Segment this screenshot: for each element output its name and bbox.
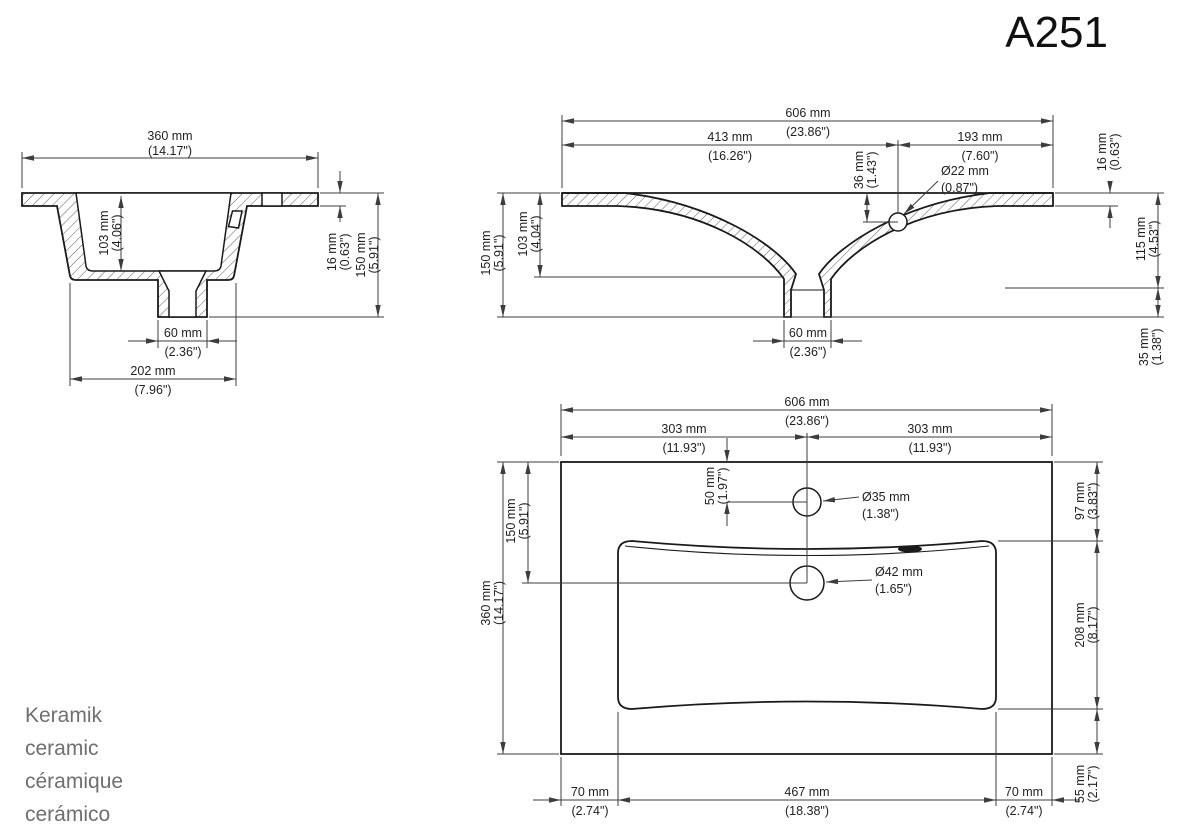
side-basin-cavity (75, 192, 232, 272)
side-drain-funnel (157, 270, 208, 318)
dim-front-width-in: (23.86") (786, 125, 830, 139)
dim-plan-margin-left-in: (2.74") (571, 804, 608, 818)
side-dimension-lines (22, 155, 381, 382)
material-label-en: ceramic (25, 737, 99, 760)
dim-front-depth-in: (4.04") (529, 215, 543, 252)
dim-side-rim-mm: 16 mm (325, 233, 339, 271)
dim-side-width-in: (14.17") (148, 144, 192, 158)
dim-plan-basin-top-in: (3.83") (1086, 482, 1100, 519)
dim-plan-half-right-mm: 303 mm (907, 422, 952, 436)
dim-front-height-in: (5.91") (492, 234, 506, 271)
dim-plan-tap-offset-in: (1.97") (716, 467, 730, 504)
plan-view: 606 mm (23.86") 303 mm (11.93") 303 mm (… (479, 395, 1103, 818)
dim-side-drain-in: (2.36") (164, 345, 201, 359)
dim-front-depth-mm: 103 mm (516, 211, 530, 256)
dim-front-lower-mm: 35 mm (1137, 328, 1151, 366)
material-label-fr: céramique (25, 770, 123, 793)
dim-plan-drain-offset-mm: 150 mm (504, 498, 518, 543)
front-extension-lines (497, 115, 1164, 348)
plan-overflow-slot (898, 545, 922, 553)
dim-plan-basin-width-in: (18.38") (785, 804, 829, 818)
dim-plan-half-right-in: (11.93") (908, 441, 951, 455)
dim-front-rim-in: (0.63") (1108, 133, 1122, 170)
front-section-view: 606 mm (23.86") 413 mm (16.26") 193 mm (… (479, 106, 1164, 366)
plan-dimension-labels: 606 mm (23.86") 303 mm (11.93") 303 mm (… (479, 395, 1100, 818)
dim-front-width-mm: 606 mm (785, 106, 830, 120)
dim-side-depth-mm: 103 mm (97, 210, 111, 255)
dim-side-drain-mm: 60 mm (164, 326, 202, 340)
dim-plan-drain-dia-in: (1.65") (875, 582, 912, 596)
dim-side-depth-in: (4.06") (110, 214, 124, 251)
dim-side-width-mm: 360 mm (147, 129, 192, 143)
dim-front-tap-down-mm: 36 mm (852, 151, 866, 189)
dim-plan-basin-bottom-in: (2.17") (1086, 765, 1100, 802)
dim-plan-margin-right-in: (2.74") (1005, 804, 1042, 818)
product-code: A251 (1005, 8, 1108, 57)
dim-front-inner-mm: 115 mm (1134, 217, 1148, 261)
side-section-geometry (21, 192, 319, 318)
dim-plan-depth-in: (14.17") (492, 581, 506, 625)
dim-plan-tap-offset-mm: 50 mm (703, 467, 717, 505)
material-labels: Keramik ceramic céramique cerámico (25, 704, 123, 826)
front-ceramic-right (818, 192, 1054, 318)
dim-plan-basin-top-mm: 97 mm (1073, 482, 1087, 520)
dim-front-tap-dia-mm: Ø22 mm (941, 164, 989, 178)
dim-plan-basin-width-mm: 467 mm (784, 785, 829, 799)
dim-plan-drain-offset-in: (5.91") (517, 502, 531, 539)
dim-front-drain-mm: 60 mm (789, 326, 827, 340)
front-dimension-labels: 606 mm (23.86") 413 mm (16.26") 193 mm (… (479, 106, 1164, 366)
front-section-geometry (561, 192, 1054, 318)
dim-front-tap-left-in: (16.26") (708, 149, 752, 163)
plan-basin-outline (617, 540, 997, 710)
dim-plan-basin-bottom-mm: 55 mm (1073, 765, 1087, 803)
front-dimension-lines (500, 118, 1161, 344)
dim-front-inner-in: (4.53") (1147, 220, 1161, 257)
material-label-es: cerámico (25, 803, 110, 826)
dim-plan-depth-mm: 360 mm (479, 580, 493, 625)
dim-front-tap-left-mm: 413 mm (707, 130, 752, 144)
dim-side-height-mm: 150 mm (354, 232, 368, 277)
dim-plan-margin-right-mm: 70 mm (1005, 785, 1043, 799)
front-ceramic-left (561, 192, 797, 318)
dim-side-rim-in: (0.63") (338, 233, 352, 270)
dim-plan-basin-len-mm: 208 mm (1073, 602, 1087, 647)
dim-plan-basin-len-in: (8.17") (1086, 606, 1100, 643)
side-section-view: 360 mm (14.17") 103 mm (4.06") 16 mm (0.… (21, 129, 384, 397)
material-label-de: Keramik (25, 704, 103, 727)
dim-plan-drain-dia-mm: Ø42 mm (875, 565, 923, 579)
plan-dimension-lines (500, 407, 1100, 803)
dim-plan-width-in: (23.86") (785, 414, 829, 428)
dim-front-tap-down-in: (1.43") (865, 151, 879, 188)
dim-plan-tap-dia-in: (1.38") (862, 507, 899, 521)
dim-plan-tap-dia-mm: Ø35 mm (862, 490, 910, 504)
dim-side-height-in: (5.91") (367, 236, 381, 273)
side-dimension-labels: 360 mm (14.17") 103 mm (4.06") 16 mm (0.… (97, 129, 381, 397)
dim-plan-margin-left-mm: 70 mm (571, 785, 609, 799)
plan-extension-lines (497, 404, 1103, 806)
side-overflow-rim-gap (261, 192, 283, 207)
dim-front-tap-right-in: (7.60") (961, 149, 998, 163)
dim-plan-width-mm: 606 mm (784, 395, 829, 409)
dim-plan-half-left-mm: 303 mm (661, 422, 706, 436)
dim-side-base-in: (7.96") (134, 383, 171, 397)
dim-front-lower-in: (1.38") (1150, 328, 1164, 365)
side-overflow-channel (227, 210, 243, 229)
dim-front-height-mm: 150 mm (479, 230, 493, 275)
dim-front-tap-dia-in: (0.87") (941, 181, 978, 195)
dim-plan-half-left-in: (11.93") (662, 441, 705, 455)
dim-side-base-mm: 202 mm (130, 364, 175, 378)
dim-front-rim-mm: 16 mm (1095, 133, 1109, 171)
dim-front-drain-in: (2.36") (789, 345, 826, 359)
dim-front-tap-right-mm: 193 mm (957, 130, 1002, 144)
